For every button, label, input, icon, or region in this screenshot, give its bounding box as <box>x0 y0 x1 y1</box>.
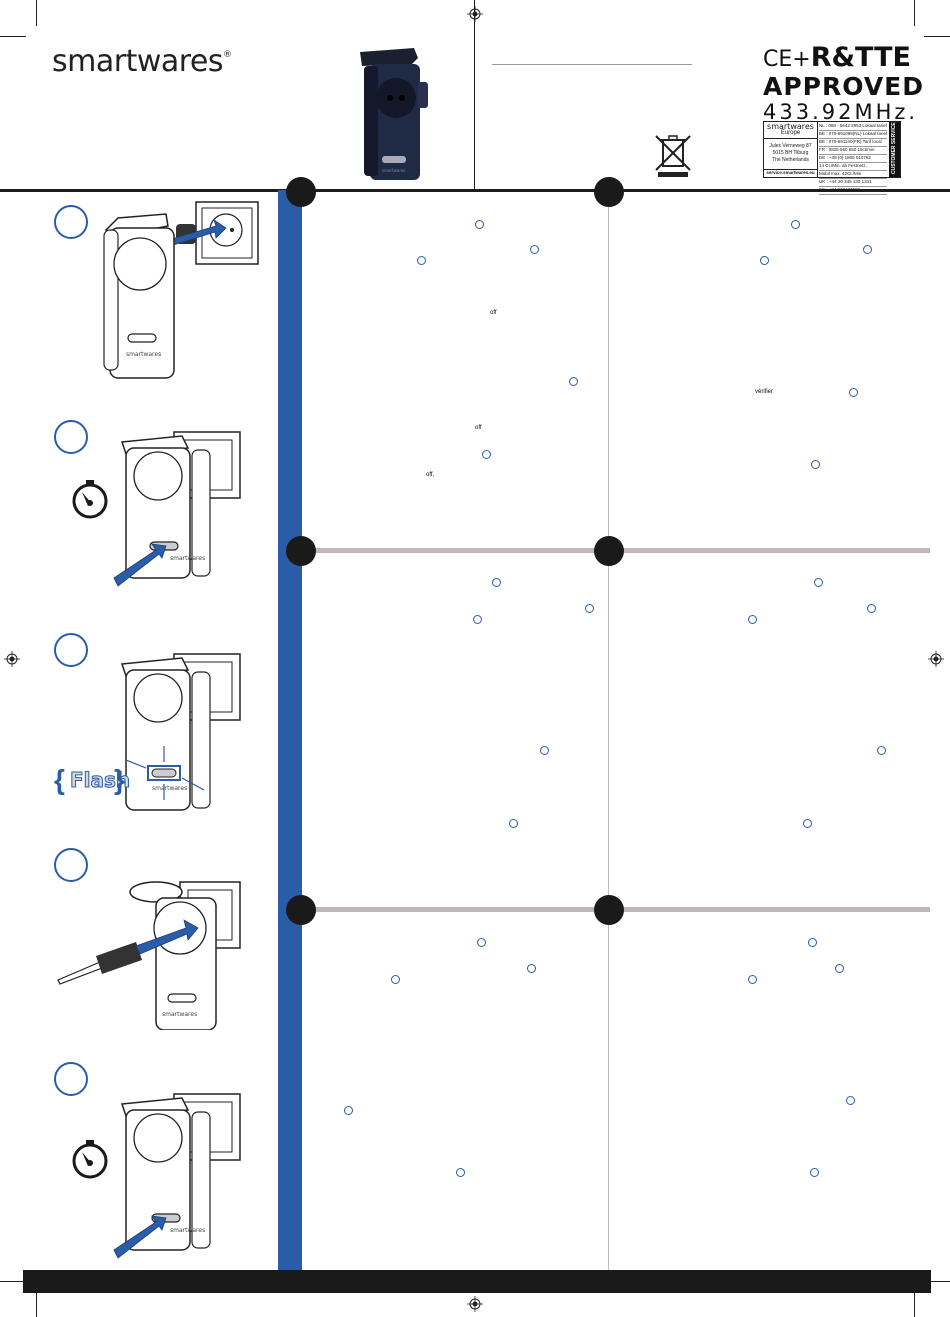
illustration-press-button: smartwares <box>113 431 241 587</box>
step-reference-ring <box>803 819 812 828</box>
step-reference-ring <box>585 604 594 613</box>
section-divider <box>302 548 602 553</box>
step-reference-ring <box>867 604 876 613</box>
section-divider <box>612 548 930 553</box>
svg-text:smartwares: smartwares <box>382 168 405 173</box>
crop-mark <box>924 1281 950 1282</box>
section-bullet <box>286 177 316 207</box>
column-separator <box>608 200 609 1270</box>
brand-logo: smartwares® <box>52 44 232 79</box>
crop-mark <box>0 36 26 37</box>
phone-entry: DE : +49 (0) 1805 010762 <box>819 155 887 163</box>
section-bullet <box>594 177 624 207</box>
phone-entry: BE : 070-691140(FR) Tarif local <box>819 139 887 147</box>
section-divider <box>612 907 930 912</box>
flash-brace-right: } <box>114 764 125 795</box>
step-reference-ring <box>760 256 769 265</box>
crosshair-registration-icon <box>928 651 944 667</box>
product-photo: smartwares <box>360 48 428 180</box>
illustration-insert-appliance-plug: smartwares <box>57 881 241 1030</box>
crop-mark <box>914 1291 915 1317</box>
step-reference-ring <box>810 1168 819 1177</box>
body-word: vérifier <box>755 389 774 395</box>
flash-label: Flash <box>69 768 131 793</box>
step-reference-ring <box>540 746 549 755</box>
header-rule <box>0 189 950 192</box>
step-reference-ring <box>473 615 482 624</box>
step-reference-ring <box>748 975 757 984</box>
stopwatch-icon <box>72 1140 108 1179</box>
phone-entry: NL : 088 - 5642 2953 Lokaal tarief <box>819 123 887 131</box>
step-reference-ring <box>456 1168 465 1177</box>
section-bullet <box>594 536 624 566</box>
title-rule <box>492 64 692 65</box>
step-reference-ring <box>748 615 757 624</box>
blue-column-bar <box>278 190 302 1270</box>
step-reference-ring <box>475 220 484 229</box>
crosshair-registration-icon <box>4 651 20 667</box>
step-reference-ring <box>849 388 858 397</box>
crosshair-registration-icon <box>467 6 483 22</box>
header-divider <box>474 0 475 190</box>
phone-entry: 14 Ct./Min. ab Festnetz, <box>819 163 887 171</box>
step-reference-ring <box>863 245 872 254</box>
crop-mark <box>924 36 950 37</box>
step-reference-ring <box>569 377 578 386</box>
phone-entry: Mobil max. 42Ct./Min <box>819 171 887 179</box>
step-reference-ring <box>791 220 800 229</box>
body-word: off <box>475 425 482 431</box>
svg-text:smartwares: smartwares <box>162 1011 197 1018</box>
rtte-approval: CE+R&TTE APPROVED 433.92MHz. <box>763 42 925 125</box>
step-reference-ring <box>482 450 491 459</box>
phone-entry: FR : 0825 560 650 15ct/min <box>819 147 887 155</box>
step-reference-ring <box>527 964 536 973</box>
customer-service-box: smartwares Europe Jules Verneweg 87 5015… <box>763 121 901 195</box>
illustration-led-flash: smartwares <box>120 653 241 811</box>
ce-mark: CE+ <box>763 47 811 72</box>
phone-entry: UK : +44 20 345 130 1331 <box>819 179 887 187</box>
illustration-plug-into-wall: smartwares <box>103 201 259 379</box>
step-reference-ring <box>391 975 400 984</box>
phone-entry: BE : 070-691099(NL) Lokaal tarief <box>819 131 887 139</box>
step-reference-ring <box>417 256 426 265</box>
customer-service-tab: CUSTOMER SERVICE <box>889 122 900 177</box>
crop-mark <box>36 0 37 26</box>
step-reference-ring <box>835 964 844 973</box>
footer-bar <box>23 1270 931 1293</box>
step-reference-ring <box>808 938 817 947</box>
svg-text:smartwares: smartwares <box>170 1227 205 1234</box>
step-reference-ring <box>344 1106 353 1115</box>
svg-text:smartwares: smartwares <box>152 785 187 792</box>
step-circle <box>54 205 88 239</box>
step-circle <box>54 1062 88 1096</box>
crop-mark <box>0 1281 26 1282</box>
step-reference-ring <box>846 1096 855 1105</box>
step-reference-ring <box>492 578 501 587</box>
step-circle <box>54 420 88 454</box>
svg-text:smartwares: smartwares <box>170 555 205 562</box>
step-reference-ring <box>509 819 518 828</box>
crop-mark <box>914 0 915 26</box>
step-circle <box>54 633 88 667</box>
illustration-press-button-again: smartwares <box>113 1093 241 1259</box>
crosshair-registration-icon <box>467 1296 483 1312</box>
step-reference-ring <box>814 578 823 587</box>
crossed-out-bin-icon <box>655 135 691 177</box>
step-reference-ring <box>530 245 539 254</box>
section-bullet <box>594 895 624 925</box>
step-reference-ring <box>811 460 820 469</box>
body-word: off <box>490 310 497 316</box>
flash-brace-left: { <box>54 764 65 795</box>
section-bullet <box>286 895 316 925</box>
crop-mark <box>36 1291 37 1317</box>
section-divider <box>302 907 602 912</box>
step-reference-ring <box>477 938 486 947</box>
step-reference-ring <box>877 746 886 755</box>
section-bullet <box>286 536 316 566</box>
stopwatch-icon <box>72 480 108 519</box>
step-circle <box>54 848 88 882</box>
body-word: off, <box>426 472 435 478</box>
svg-text:smartwares: smartwares <box>126 351 161 358</box>
